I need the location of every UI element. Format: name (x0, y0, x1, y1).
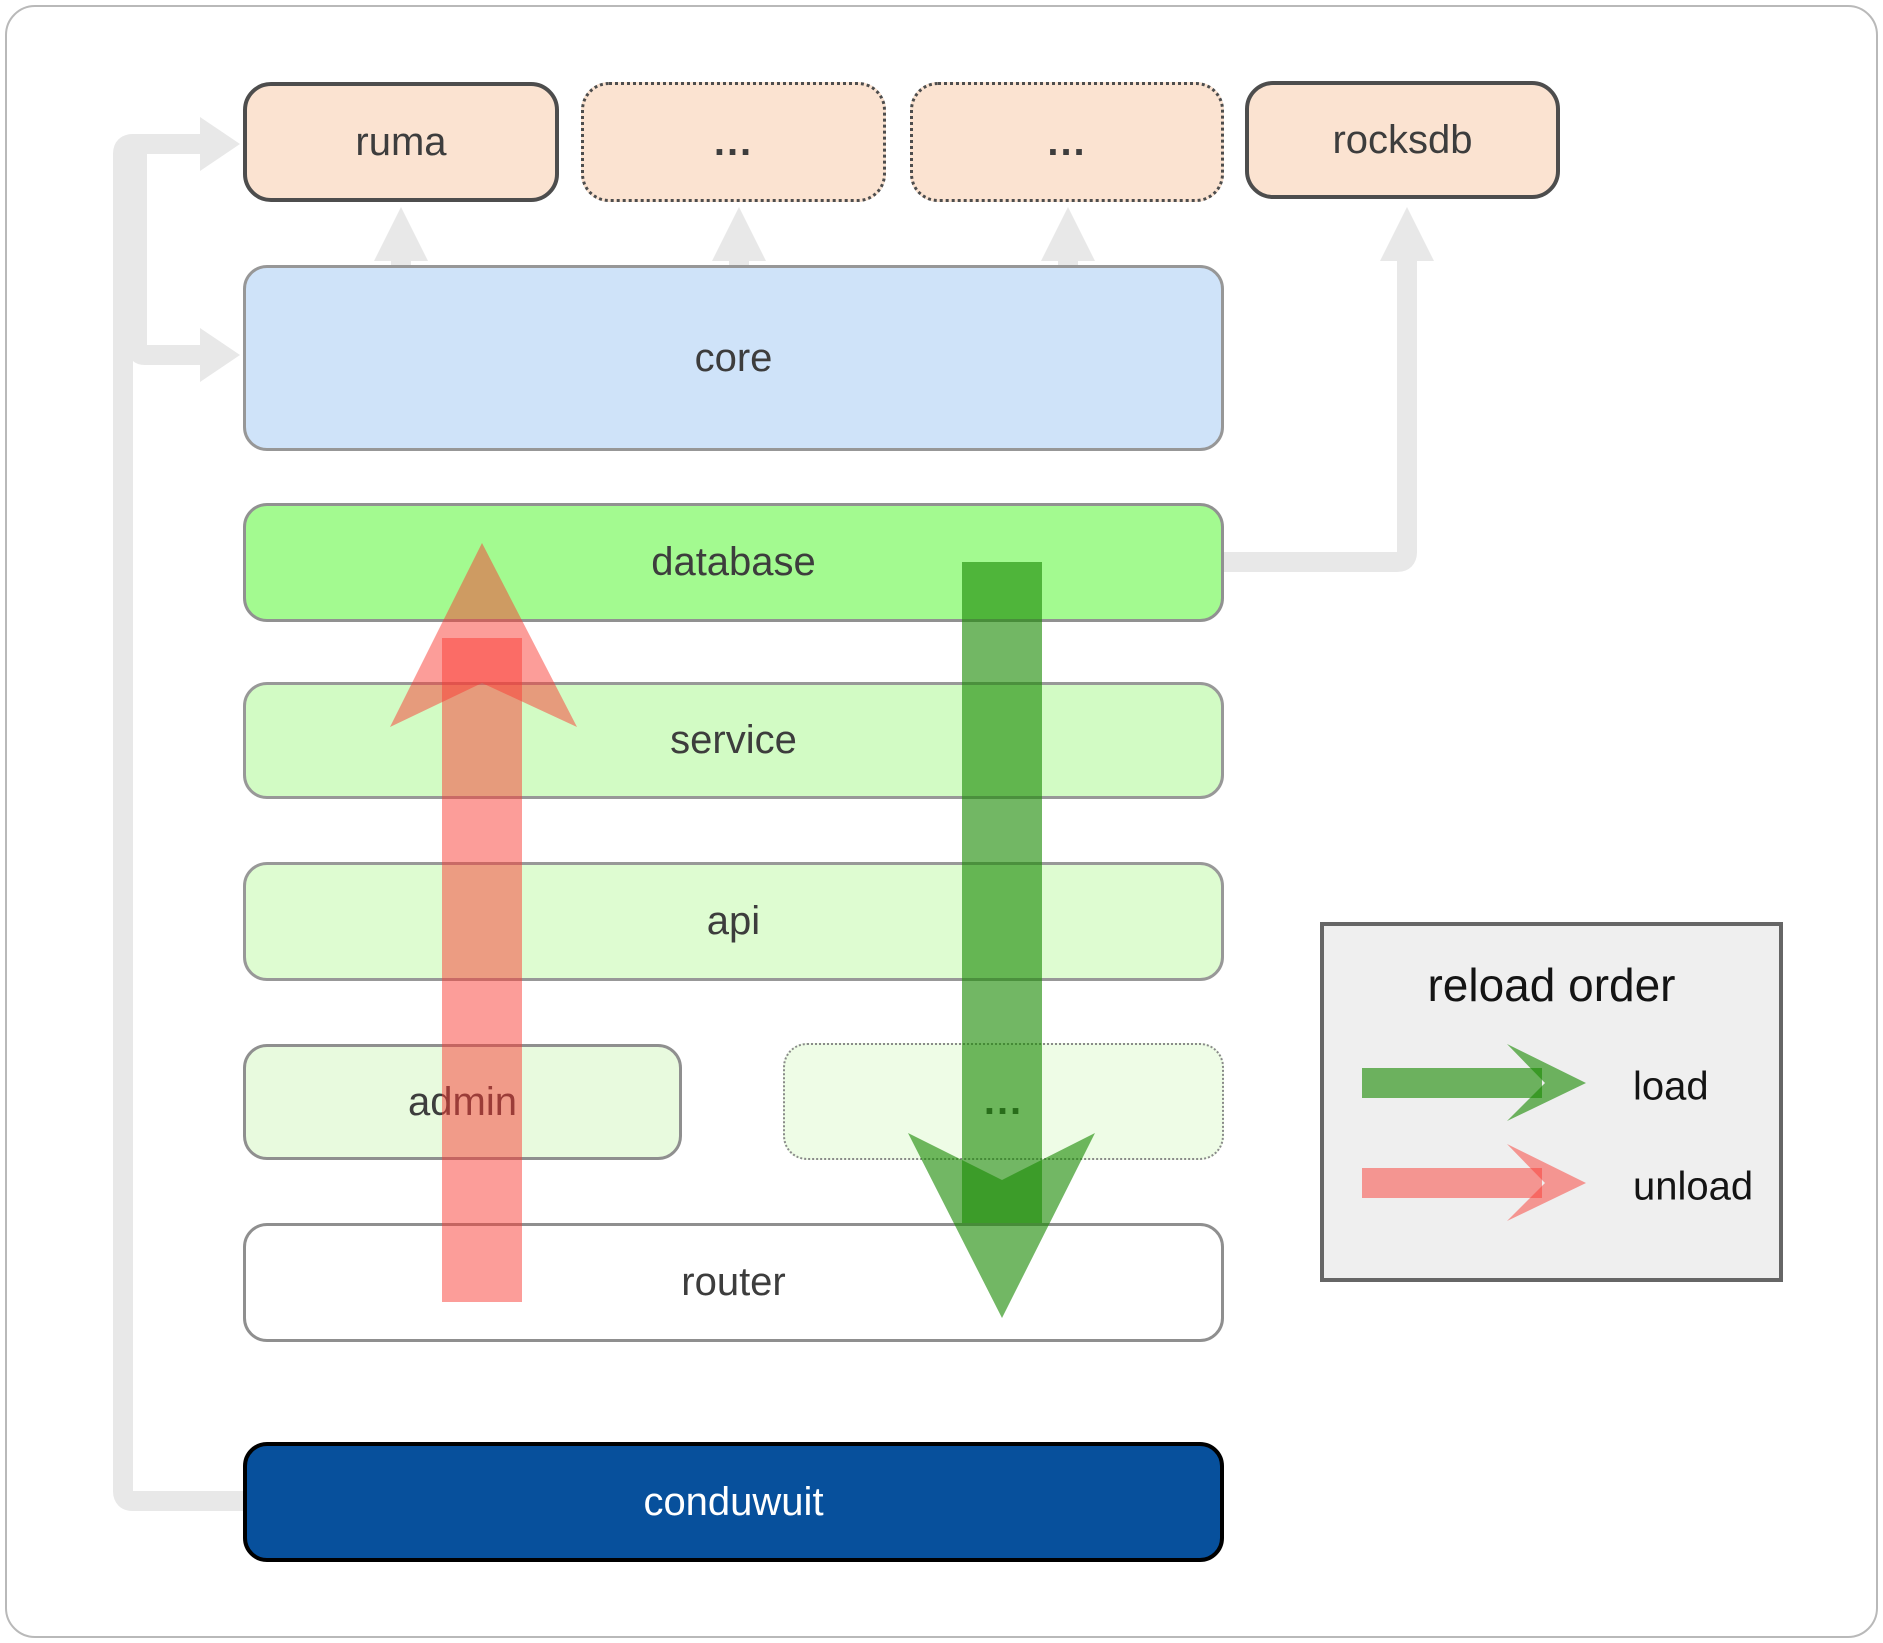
box-admin: admin (243, 1044, 682, 1160)
arrow-up-icon (374, 207, 428, 261)
box-label: core (694, 335, 773, 380)
legend: reload order load unload (1320, 922, 1783, 1282)
conduwuit-to-core-branch (127, 144, 240, 382)
box-conduwuit: conduwuit (243, 1442, 1224, 1562)
box-label: admin (408, 1079, 517, 1124)
box-label: rocksdb (1332, 117, 1473, 162)
database-to-rocksdb-elbow (1224, 207, 1434, 572)
elbow-line (1224, 258, 1417, 572)
box-label: service (670, 718, 797, 762)
legend-unload-label: unload (1633, 1164, 1754, 1209)
box-label: ... (1047, 119, 1087, 164)
box-ruma: ruma (243, 82, 559, 202)
arrow-right-icon (200, 328, 240, 382)
box-router: router (243, 1223, 1224, 1342)
arrow-right-icon (200, 117, 240, 171)
box-ellipsis-2: ... (910, 82, 1224, 202)
core-to-ellipsis2-arrow (1041, 207, 1095, 267)
box-core: core (243, 265, 1224, 451)
box-label: ... (713, 119, 754, 164)
core-to-ruma-arrow (374, 207, 428, 267)
arrow-up-icon (712, 207, 766, 261)
arrow-up-icon (1380, 207, 1434, 261)
box-label: conduwuit (643, 1479, 824, 1524)
box-ellipsis-1: ... (581, 82, 886, 202)
box-label: api (706, 899, 761, 943)
legend-title: reload order (1427, 959, 1676, 1011)
box-label: ... (983, 1079, 1024, 1123)
box-label: router (681, 1260, 786, 1304)
legend-load-label: load (1633, 1064, 1709, 1109)
elbow-line (127, 144, 202, 365)
box-api: api (243, 862, 1224, 981)
box-label: ruma (355, 119, 447, 164)
core-to-ellipsis1-arrow (712, 207, 766, 267)
box-database: database (243, 503, 1224, 622)
box-admin-ellipsis: ... (783, 1043, 1224, 1160)
box-label: database (651, 540, 816, 584)
box-service: service (243, 682, 1224, 799)
box-rocksdb: rocksdb (1245, 81, 1560, 199)
arrow-up-icon (1041, 207, 1095, 261)
